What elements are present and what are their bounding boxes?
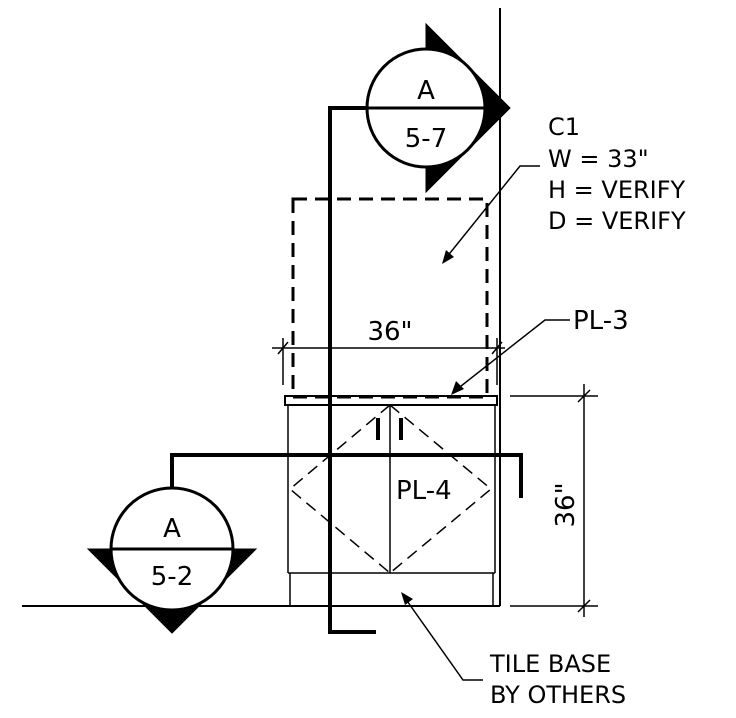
- vertical-dimension: 36": [510, 384, 598, 617]
- horizontal-dimension-text: 36": [367, 317, 412, 347]
- section-letter-top: A: [417, 76, 435, 106]
- cabinet-tag-depth: D = VERIFY: [548, 207, 686, 235]
- door-panel-label: PL-4: [396, 476, 452, 506]
- section-letter-bottom: A: [163, 514, 181, 544]
- upper-cabinet-outline: [291, 197, 489, 399]
- section-sheet-bottom: 5-2: [151, 562, 193, 592]
- left-door-swing: [288, 404, 391, 574]
- section-marker-bottom: A 5-2: [86, 453, 523, 634]
- countertop-callout: PL-3: [451, 306, 629, 395]
- section-sheet-top: 5-7: [405, 124, 447, 154]
- vertical-dimension-text: 36": [551, 482, 581, 527]
- tile-base-line2: BY OTHERS: [490, 681, 626, 709]
- cabinet-tag-width: W = 33": [548, 145, 649, 173]
- horizontal-dimension: 36": [272, 317, 505, 385]
- section-marker-top: A 5-7: [328, 22, 511, 634]
- tile-base-line1: TILE BASE: [489, 650, 611, 678]
- cabinet-tag-id: C1: [548, 113, 580, 141]
- countertop-callout-text: PL-3: [573, 306, 629, 336]
- base-cabinet: [284, 395, 498, 606]
- tile-base-callout: TILE BASE BY OTHERS: [401, 592, 626, 709]
- cabinet-tag: C1 W = 33" H = VERIFY D = VERIFY: [442, 113, 686, 264]
- right-door-swing: [389, 404, 493, 574]
- section-cut-line-top: [328, 106, 483, 634]
- countertop-leader: [455, 319, 570, 391]
- section-cut-line-bottom: [170, 453, 523, 498]
- tile-base-leader: [404, 597, 483, 681]
- cabinet-tag-height: H = VERIFY: [548, 176, 686, 204]
- cabinet-tag-leader: [445, 165, 540, 259]
